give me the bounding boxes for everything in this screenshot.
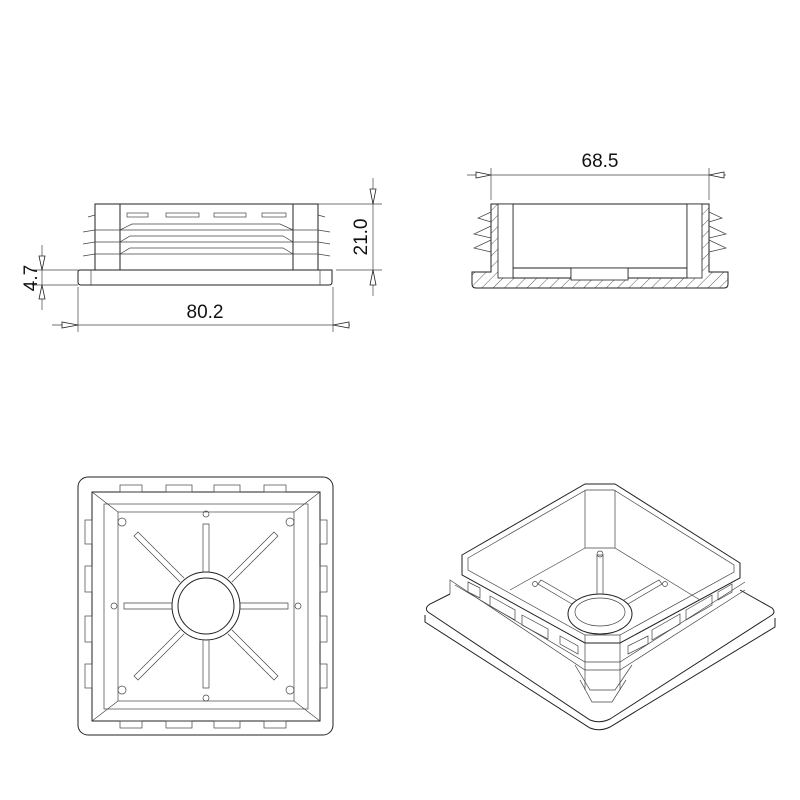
front-view [77, 203, 333, 286]
isometric-view [424, 483, 776, 731]
dimension-label-4-7: 4.7 [21, 265, 42, 291]
dimension-label-68-5: 68.5 [582, 151, 619, 172]
dimension-label-80-2: 80.2 [187, 302, 224, 323]
dimension-total-height: 21.0 [318, 178, 382, 296]
dimension-overall-width: 80.2 [52, 287, 350, 332]
dimension-flange-thickness: 4.7 [21, 245, 78, 310]
top-view [77, 476, 334, 736]
dimension-label-21-0: 21.0 [351, 219, 372, 256]
dimension-insert-width: 68.5 [467, 151, 726, 200]
section-view [471, 203, 729, 289]
